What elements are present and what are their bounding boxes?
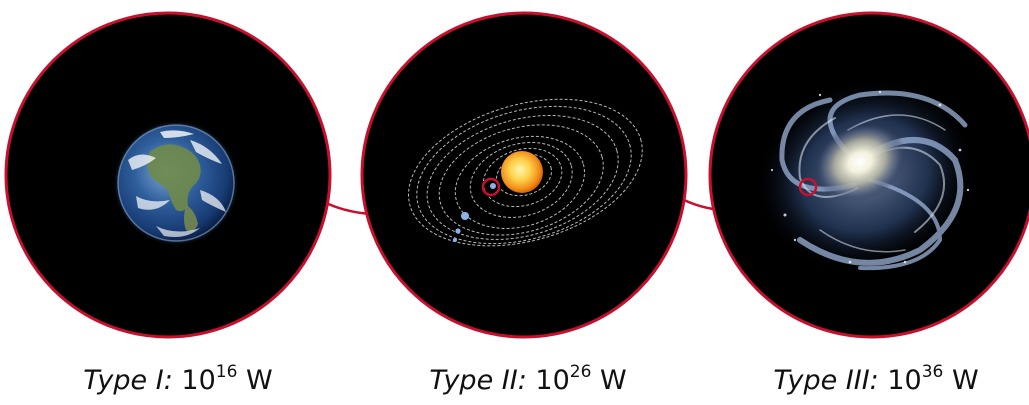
power-unit: W <box>246 365 273 396</box>
planet-icon <box>490 183 496 189</box>
planet-icon <box>453 238 457 242</box>
caption-type-2: Type II: 1026 W <box>429 362 627 397</box>
caption-type-3: Type III: 1036 W <box>773 362 979 397</box>
power-base: 10 <box>181 365 216 396</box>
type-label: Type I: <box>83 365 173 396</box>
panel-type-1 <box>4 11 332 339</box>
panel-border-2 <box>360 11 688 339</box>
panel-type-2 <box>360 11 688 339</box>
planet-icon <box>455 228 461 234</box>
earth-icon <box>114 121 238 245</box>
planet-icon <box>461 212 469 220</box>
type-label: Type II: <box>429 365 527 396</box>
caption-type-1: Type I: 1016 W <box>83 362 273 397</box>
sun-icon <box>501 151 543 193</box>
power-base: 10 <box>887 365 922 396</box>
power-exponent: 26 <box>569 362 592 382</box>
panel-type-3 <box>708 11 1029 339</box>
panel-border-3 <box>708 11 1029 339</box>
panel-border-1 <box>4 11 332 339</box>
zoom-marker-solar-system <box>798 177 818 197</box>
power-base: 10 <box>535 365 570 396</box>
power-exponent: 36 <box>921 362 944 382</box>
power-exponent: 16 <box>215 362 238 382</box>
power-unit: W <box>951 365 979 396</box>
power-unit: W <box>599 365 627 396</box>
galaxy-icon <box>758 80 972 271</box>
type-label: Type III: <box>773 365 879 396</box>
zoom-marker-earth <box>481 177 501 197</box>
